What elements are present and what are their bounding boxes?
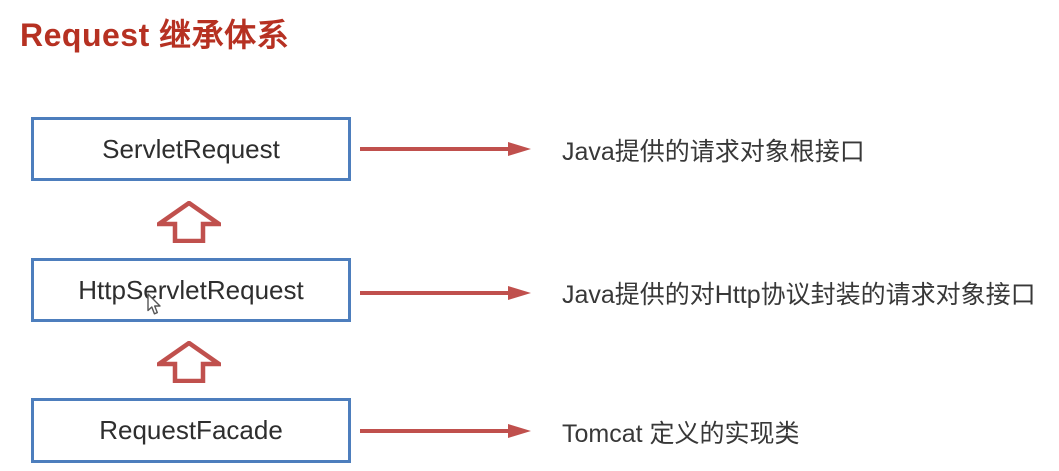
class-box-httpservletrequest: HttpServletRequest: [31, 258, 351, 322]
node-description: Java提供的请求对象根接口: [562, 138, 865, 166]
inheritance-arrow-icon: [157, 341, 221, 383]
class-box-label: RequestFacade: [99, 415, 283, 445]
node-description: Tomcat 定义的实现类: [562, 420, 800, 448]
pointer-arrow-icon: [360, 424, 531, 438]
pointer-arrow-icon: [360, 142, 531, 156]
class-box-requestfacade: RequestFacade: [31, 398, 351, 463]
pointer-arrow-icon: [360, 286, 531, 300]
node-description: Java提供的对Http协议封装的请求对象接口: [562, 281, 1036, 309]
class-box-label: HttpServletRequest: [78, 274, 304, 305]
class-box-label: ServletRequest: [102, 133, 280, 164]
class-box-servletrequest: ServletRequest: [31, 117, 351, 181]
mouse-cursor-icon: [147, 293, 161, 315]
inheritance-arrow-icon: [157, 201, 221, 243]
page-title: Request 继承体系: [20, 17, 290, 53]
